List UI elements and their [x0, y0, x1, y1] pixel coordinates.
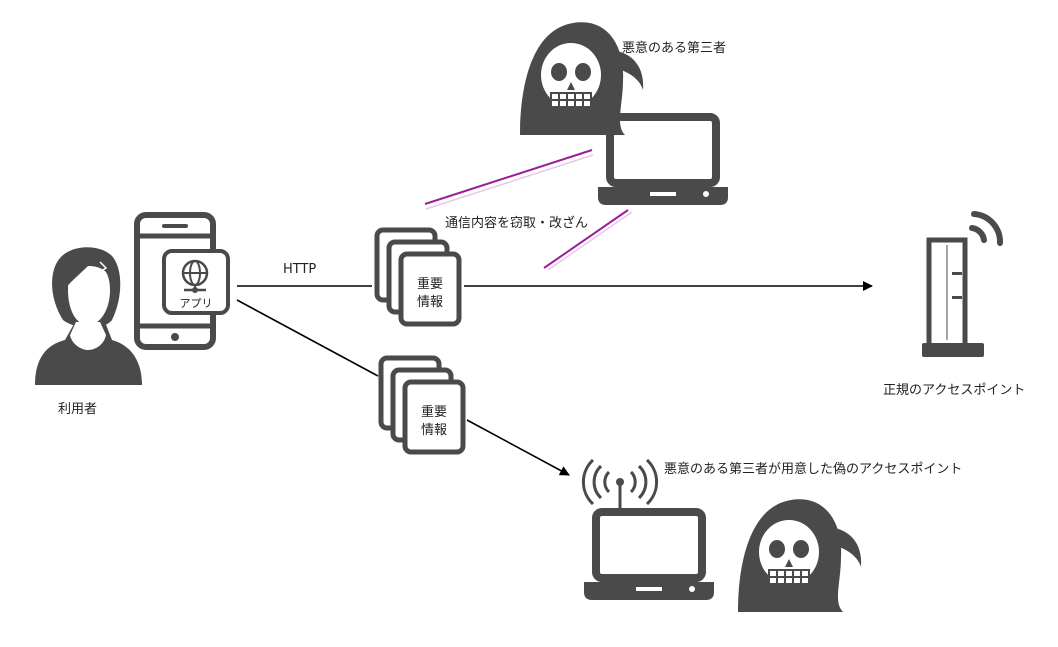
grim-reaper-icon — [738, 499, 861, 612]
wifi-router-icon — [922, 237, 984, 357]
line-to-second-document — [236, 299, 379, 377]
user-icon — [35, 247, 142, 385]
document-label-line2: 情報 — [417, 295, 443, 310]
interception-label: 通信内容を窃取・改ざん — [445, 216, 589, 231]
document-stack-icon: 重要 情報 — [377, 230, 459, 324]
attacker-label: 悪意のある第三者 — [622, 41, 727, 56]
laptop-icon — [584, 512, 714, 600]
app-label: アプリ — [180, 297, 213, 310]
document-label-line2: 情報 — [421, 423, 447, 438]
document-stack-icon: 重要 情報 — [381, 358, 463, 452]
wireless-signal-icon — [581, 458, 659, 516]
document-label-line1: 重要 — [421, 404, 447, 420]
fake-ap-label: 悪意のある第三者が用意した偽のアクセスポイント — [664, 462, 963, 477]
wireless-signal-icon — [969, 211, 1003, 246]
globe-icon — [181, 259, 209, 293]
app-tile[interactable]: アプリ — [162, 249, 230, 315]
protocol-label: HTTP — [283, 262, 317, 277]
legit-ap-label: 正規のアクセスポイント — [883, 383, 1026, 398]
interception-lines — [424, 149, 633, 271]
arrow-to-fake-ap — [466, 419, 570, 476]
document-label-line1: 重要 — [417, 276, 443, 292]
user-label: 利用者 — [58, 402, 98, 417]
